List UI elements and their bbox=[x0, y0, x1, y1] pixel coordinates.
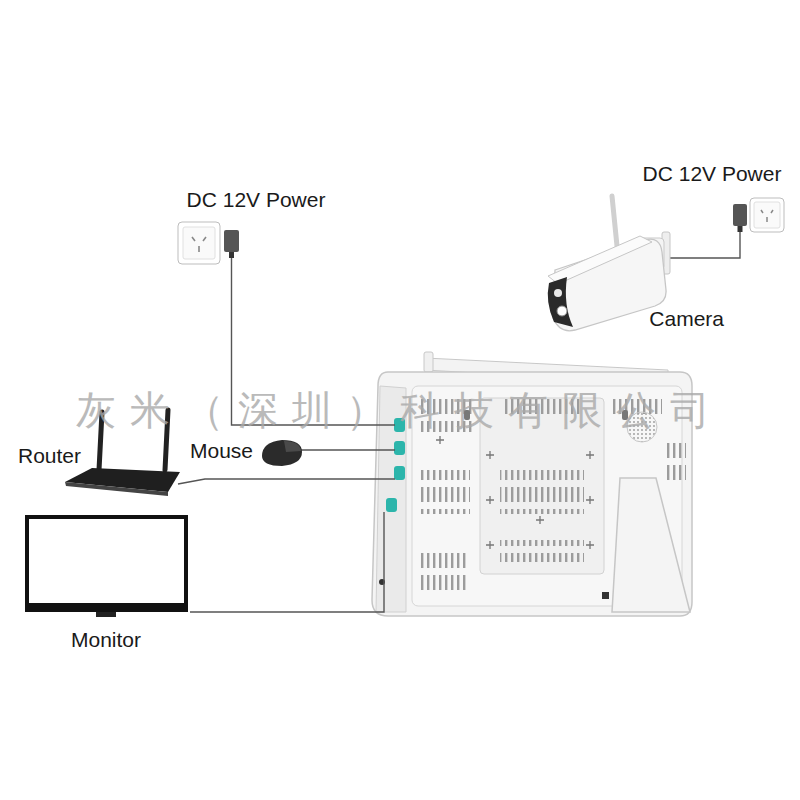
speaker bbox=[627, 412, 657, 442]
screw bbox=[536, 516, 544, 524]
screw bbox=[436, 436, 444, 444]
power-outlet-icon bbox=[183, 227, 215, 259]
monitor-icon bbox=[25, 515, 188, 612]
router-icon bbox=[65, 482, 168, 496]
mouse-icon bbox=[262, 440, 302, 466]
screw bbox=[486, 451, 494, 459]
mouse: Mouse bbox=[186, 434, 304, 469]
wire bbox=[178, 232, 740, 612]
screw bbox=[436, 436, 594, 549]
wire bbox=[190, 512, 384, 612]
power-plug bbox=[224, 230, 239, 252]
power-outlet-icon bbox=[178, 222, 239, 264]
router-icon bbox=[65, 410, 180, 496]
power-outlet-icon bbox=[733, 198, 784, 232]
mouse-icon bbox=[262, 440, 302, 466]
screw bbox=[486, 496, 494, 504]
vent bbox=[664, 440, 686, 484]
monitor: Monitor bbox=[20, 510, 192, 656]
watermark: 灰米（深圳）科技有限公司 bbox=[76, 383, 724, 438]
screw bbox=[486, 541, 494, 549]
wire bbox=[666, 257, 730, 258]
screw bbox=[586, 541, 594, 549]
nvr-antenna-post bbox=[424, 352, 433, 372]
monitor-icon bbox=[25, 515, 188, 617]
device-label: Mouse bbox=[190, 439, 253, 463]
stand-foot bbox=[602, 592, 609, 599]
port bbox=[394, 418, 405, 432]
power-plug bbox=[229, 252, 234, 258]
port bbox=[386, 498, 397, 512]
device-label: DC 12V Power bbox=[643, 162, 782, 186]
power-outlet: DC 12V Power bbox=[170, 186, 342, 266]
power-plug bbox=[733, 204, 747, 226]
camera-visor bbox=[548, 236, 652, 284]
power-outlet: DC 12V Power bbox=[630, 160, 794, 240]
nvr-unit bbox=[372, 352, 692, 616]
router: Router bbox=[14, 440, 184, 496]
vent bbox=[420, 548, 468, 592]
nvr-center-panel bbox=[480, 398, 604, 574]
port bbox=[394, 466, 405, 480]
monitor-icon bbox=[96, 612, 116, 617]
device-label: Monitor bbox=[71, 628, 141, 652]
device-label: Camera bbox=[649, 307, 724, 331]
screw bbox=[586, 496, 594, 504]
nvr-side bbox=[376, 386, 406, 612]
power-outlet-icon bbox=[750, 198, 784, 232]
vent bbox=[420, 392, 474, 432]
wire bbox=[739, 232, 740, 240]
vent bbox=[500, 540, 584, 562]
power-outlet-icon bbox=[178, 222, 220, 264]
nvr-stand bbox=[612, 478, 690, 612]
nvr-housing bbox=[372, 372, 692, 616]
power-outlet-icon bbox=[192, 237, 206, 252]
mount-hole bbox=[464, 410, 470, 420]
camera: Camera bbox=[545, 245, 730, 337]
power-outlet-icon bbox=[754, 202, 780, 228]
device-label: Router bbox=[18, 444, 81, 468]
wire bbox=[178, 479, 395, 484]
camera-lens bbox=[557, 306, 567, 316]
power-cable bbox=[730, 240, 740, 258]
wire bbox=[300, 449, 395, 450]
vent bbox=[505, 395, 583, 417]
vent bbox=[420, 470, 470, 514]
wire bbox=[232, 258, 396, 425]
router-icon bbox=[165, 410, 168, 470]
power-outlet-icon bbox=[761, 210, 773, 222]
vent bbox=[500, 470, 584, 514]
power-plug bbox=[738, 226, 743, 232]
port bbox=[394, 441, 405, 455]
mouse-icon bbox=[284, 441, 301, 452]
screw bbox=[586, 451, 594, 459]
camera-face bbox=[548, 277, 573, 327]
camera-lens bbox=[554, 289, 562, 297]
router-icon bbox=[99, 412, 102, 470]
monitor-icon bbox=[29, 519, 184, 603]
device-label: DC 12V Power bbox=[187, 188, 326, 212]
mount-hole bbox=[622, 410, 628, 420]
